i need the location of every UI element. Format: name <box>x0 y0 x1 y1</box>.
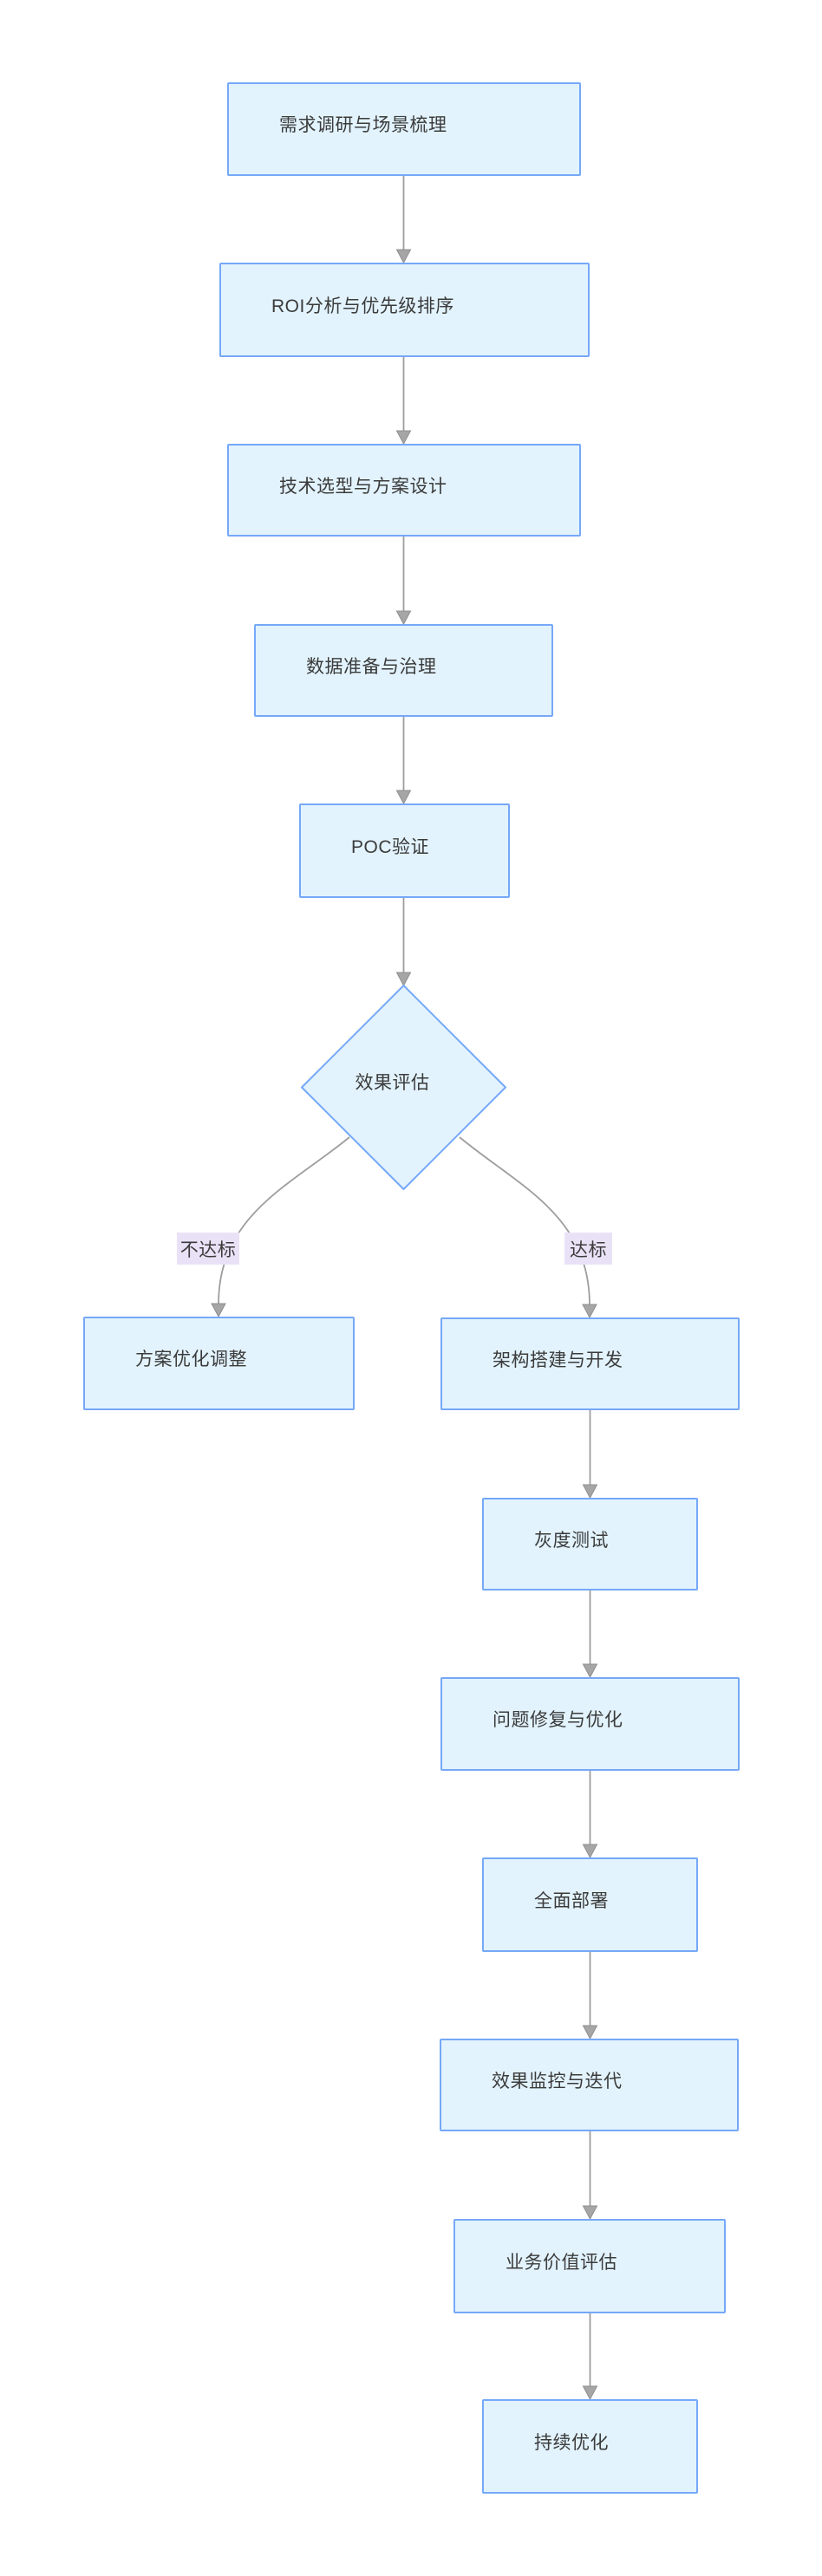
flow-node-label-monitor: 效果监控与迭代 <box>492 2071 623 2091</box>
edge-arrowhead-icon <box>395 610 412 626</box>
flow-node-label-optimize: 方案优化调整 <box>135 1350 247 1369</box>
edge-arrowhead-icon <box>395 249 412 264</box>
edge-arrowhead-icon <box>395 972 412 987</box>
flow-node-label-arch: 架构搭建与开发 <box>493 1350 623 1370</box>
flow-node-fix: 问题修复与优化 <box>440 1677 740 1771</box>
edge-arrowhead-icon <box>211 1303 226 1318</box>
flow-node-label-value: 业务价值评估 <box>506 2252 617 2273</box>
flow-node-data: 数据准备与治理 <box>254 624 553 717</box>
flow-node-label-roi: ROI分析与优先级排序 <box>271 296 454 316</box>
edge-arrowhead-icon <box>582 1304 597 1319</box>
edge-arrowhead-icon <box>395 430 412 446</box>
flow-node-continuous: 持续优化 <box>482 2399 698 2494</box>
flow-node-roi: ROI分析与优先级排序 <box>219 263 590 357</box>
edge-arrowhead-icon <box>582 1663 598 1679</box>
flow-node-tech: 技术选型与方案设计 <box>227 444 581 537</box>
flow-node-gray: 灰度测试 <box>482 1498 698 1590</box>
flow-node-label-continuous: 持续优化 <box>534 2432 609 2453</box>
flow-node-label-eval: 效果评估 <box>355 1072 430 1093</box>
edge-arrowhead-icon <box>582 1484 598 1499</box>
flow-node-label-tech: 技术选型与方案设计 <box>279 476 447 497</box>
flow-node-value: 业务价值评估 <box>453 2219 726 2313</box>
flow-node-label-data: 数据准备与治理 <box>306 656 437 677</box>
edge-arrowhead-icon <box>582 2205 598 2221</box>
flow-node-label-poc: POC验证 <box>351 836 430 857</box>
flow-node-deploy: 全面部署 <box>482 1857 698 1952</box>
flow-node-label-requirements: 需求调研与场景梳理 <box>279 115 447 135</box>
flow-node-optimize: 方案优化调整 <box>83 1317 355 1410</box>
flow-node-label-fix: 问题修复与优化 <box>493 1710 623 1730</box>
flow-node-label-gray: 灰度测试 <box>534 1530 609 1551</box>
edge-label: 不达标 <box>177 1233 239 1265</box>
flow-node-monitor: 效果监控与迭代 <box>440 2039 739 2131</box>
flow-node-arch: 架构搭建与开发 <box>440 1317 740 1410</box>
edge-arrowhead-icon <box>582 1844 598 1859</box>
edge-arrowhead-icon <box>395 790 412 805</box>
edge-label: 达标 <box>564 1233 612 1265</box>
flow-node-requirements: 需求调研与场景梳理 <box>227 82 581 176</box>
flow-node-label-deploy: 全面部署 <box>534 1890 609 1911</box>
flow-node-poc: POC验证 <box>299 803 510 898</box>
edge-arrowhead-icon <box>582 2385 598 2401</box>
edge-arrowhead-icon <box>582 2025 598 2040</box>
